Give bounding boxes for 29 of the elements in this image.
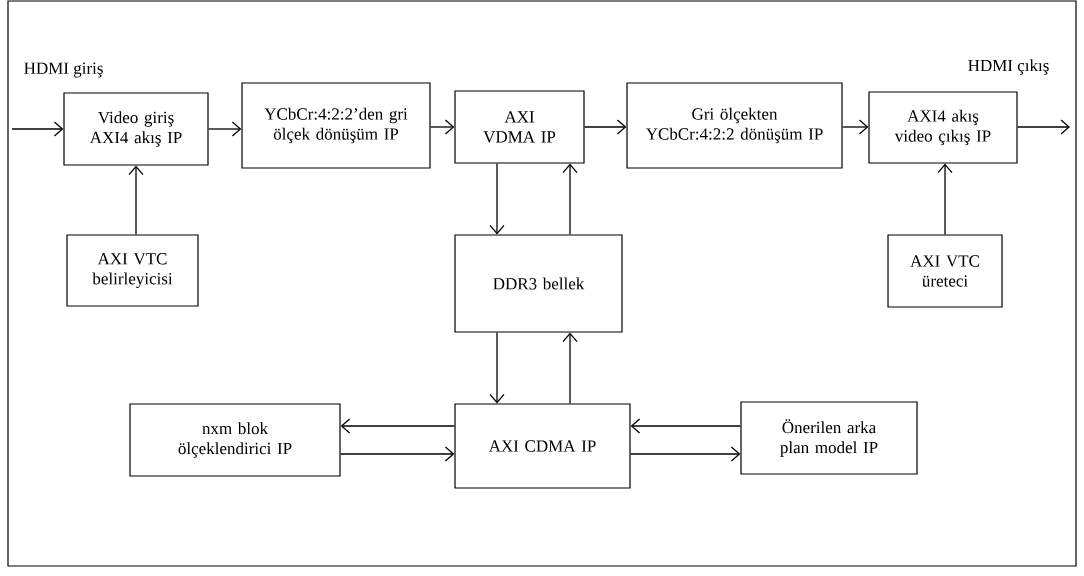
arrow <box>489 331 505 404</box>
arrow <box>841 119 869 135</box>
arrow <box>128 165 144 236</box>
process-box: AXI CDMA IP <box>454 403 631 489</box>
process-box: AXI VDMA IP <box>454 90 585 164</box>
signal-label: HDMI çıkış <box>968 59 1049 75</box>
arrow <box>583 119 627 135</box>
arrow <box>339 446 455 462</box>
process-box: DDR3 bellek <box>454 234 623 333</box>
process-box: AXI VTC belirleyicisi <box>66 234 199 307</box>
arrow <box>340 418 456 434</box>
arrow <box>489 162 505 235</box>
process-box: nxm blok ölçeklendirici IP <box>129 403 341 477</box>
process-box: AXI4 akış video çıkış IP <box>868 91 1018 164</box>
process-box: AXI VTC üreteci <box>887 234 1003 308</box>
arrow <box>207 121 242 137</box>
signal-label: HDMI giriş <box>24 62 103 78</box>
arrow <box>1016 119 1070 135</box>
arrow <box>562 163 578 236</box>
arrow <box>629 446 741 462</box>
arrow <box>11 121 64 137</box>
arrow <box>429 119 455 135</box>
process-box: YCbCr:4:2:2’den gri ölçek dönüşüm IP <box>241 82 431 169</box>
arrow <box>937 163 953 236</box>
arrow <box>630 418 742 434</box>
process-box: Gri ölçekten YCbCr:4:2:2 dönüşüm IP <box>626 82 843 169</box>
process-box: Video giriş AXI4 akış IP <box>63 92 209 166</box>
arrow <box>562 332 578 405</box>
process-box: Önerilen arka plan model IP <box>740 401 918 475</box>
